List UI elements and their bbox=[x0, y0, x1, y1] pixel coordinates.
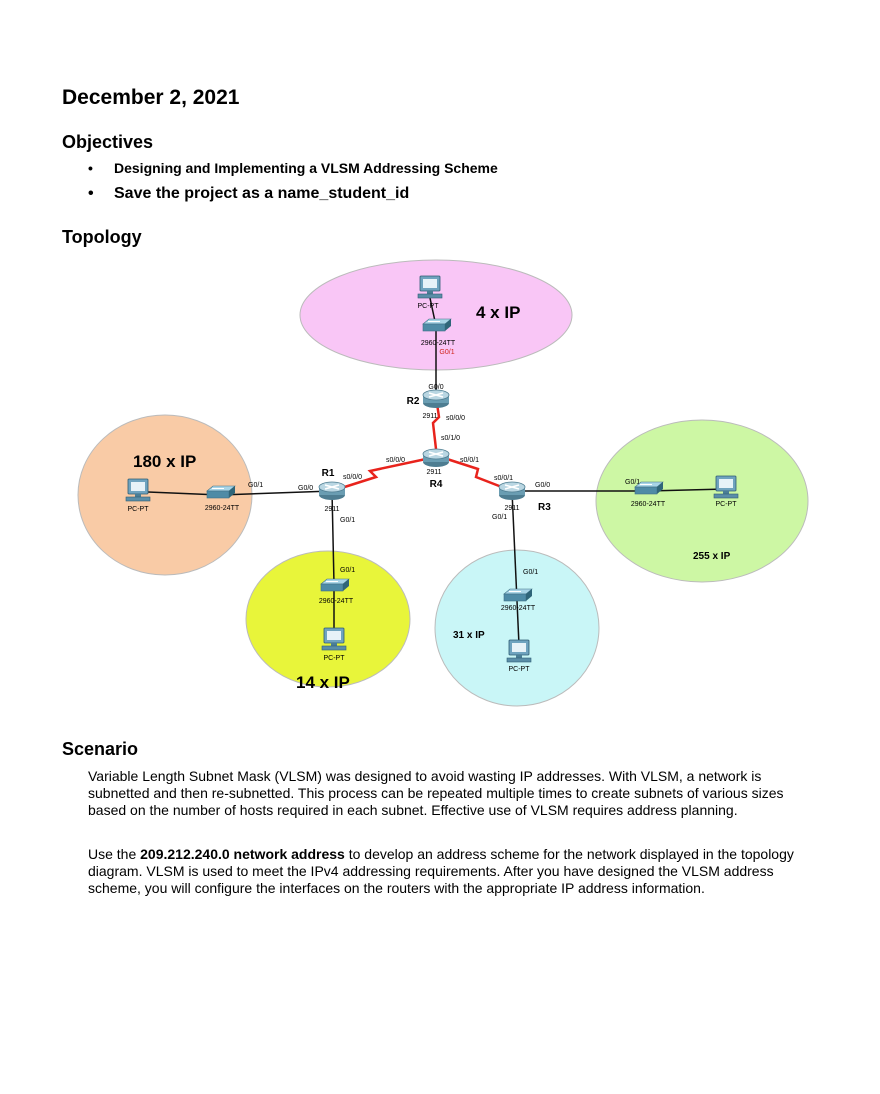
port-label: G0/0 bbox=[428, 384, 443, 391]
lan-size-label: 14 x IP bbox=[296, 673, 350, 692]
switch-icon bbox=[206, 485, 236, 499]
pc-label: PC-PT bbox=[418, 303, 440, 310]
router-r4-label: R4 bbox=[430, 479, 443, 490]
port-label: s0/1/0 bbox=[441, 435, 460, 442]
switch-label: 2960-24TT bbox=[205, 505, 240, 512]
lan-size-label: 255 x IP bbox=[693, 551, 731, 562]
port-label: s0/0/1 bbox=[460, 457, 479, 464]
router-model-label: 2911 bbox=[504, 505, 519, 512]
port-label: G0/1 bbox=[523, 569, 538, 576]
port-label: s0/0/0 bbox=[386, 457, 405, 464]
router-model-label: 2911 bbox=[324, 506, 339, 513]
pc-label: PC-PT bbox=[128, 506, 150, 513]
port-label: G0/1 bbox=[625, 479, 640, 486]
topology-heading: Topology bbox=[62, 227, 142, 247]
scenario-paragraph: Use the 209.212.240.0 network address to… bbox=[88, 846, 818, 897]
lan-r1-left-ellipse bbox=[77, 414, 253, 576]
router-model-label: 2911 bbox=[422, 413, 437, 420]
switch-label: 2960-24TT bbox=[631, 501, 666, 508]
port-label: s0/0/0 bbox=[343, 474, 362, 481]
lan-r3-right-ellipse bbox=[595, 419, 809, 583]
scenario-text: to develop an address scheme for the net… bbox=[88, 846, 794, 896]
network-address: 209.212.240.0 network address bbox=[140, 846, 345, 862]
pc-icon bbox=[417, 275, 443, 299]
switch-icon bbox=[422, 318, 452, 332]
pc-label: PC-PT bbox=[716, 501, 738, 508]
port-label: G0/0 bbox=[535, 482, 550, 489]
objectives-heading: Objectives bbox=[62, 132, 154, 152]
port-label: G0/1 bbox=[248, 482, 263, 489]
topology-diagram: PC-PT 2960-24TT G0/1 G0/0 R2 2911 s0/0/0… bbox=[77, 259, 809, 707]
lan-size-label: 180 x IP bbox=[133, 452, 196, 471]
objective-item: Save the project as a name_student_id bbox=[84, 184, 498, 204]
scenario-paragraph: Variable Length Subnet Mask (VLSM) was d… bbox=[88, 768, 784, 818]
router-icon bbox=[318, 481, 346, 501]
lan-r3-bottom-ellipse bbox=[434, 549, 600, 707]
objectives-list: Designing and Implementing a VLSM Addres… bbox=[84, 158, 498, 204]
router-model-label: 2911 bbox=[426, 469, 441, 476]
switch-icon bbox=[634, 481, 664, 495]
router-icon bbox=[422, 448, 450, 468]
switch-icon bbox=[320, 578, 350, 592]
port-label: s0/0/1 bbox=[494, 475, 513, 482]
document-date: December 2, 2021 bbox=[62, 86, 240, 109]
port-label: G0/1 bbox=[492, 514, 507, 521]
lan-size-label: 4 x IP bbox=[476, 303, 520, 322]
switch-icon bbox=[503, 588, 533, 602]
pc-icon bbox=[713, 475, 739, 499]
lan-size-label: 31 x IP bbox=[453, 630, 485, 641]
objective-item: Designing and Implementing a VLSM Addres… bbox=[84, 158, 498, 178]
switch-label: 2960-24TT bbox=[319, 598, 354, 605]
switch-label: 2960-24TT bbox=[501, 605, 536, 612]
pc-icon bbox=[321, 627, 347, 651]
router-icon bbox=[498, 481, 526, 501]
lan-r1-bottom-ellipse bbox=[245, 550, 411, 688]
pc-label: PC-PT bbox=[509, 666, 531, 673]
port-label: G0/1 bbox=[439, 349, 454, 356]
port-label: G0/1 bbox=[340, 567, 355, 574]
pc-label: PC-PT bbox=[324, 655, 346, 662]
port-label: G0/1 bbox=[340, 517, 355, 524]
router-r3-label: R3 bbox=[538, 502, 551, 513]
scenario-heading: Scenario bbox=[62, 739, 139, 759]
router-r1-label: R1 bbox=[322, 468, 335, 479]
ethernet-links bbox=[147, 297, 727, 646]
router-r2-label: R2 bbox=[407, 396, 420, 407]
pc-icon bbox=[506, 639, 532, 663]
switch-label: 2960-24TT bbox=[421, 340, 456, 347]
port-label: G0/0 bbox=[298, 485, 313, 492]
pc-icon bbox=[125, 478, 151, 502]
scenario-text: Use the bbox=[88, 846, 141, 862]
port-label: s0/0/0 bbox=[446, 415, 465, 422]
router-icon bbox=[422, 389, 450, 409]
